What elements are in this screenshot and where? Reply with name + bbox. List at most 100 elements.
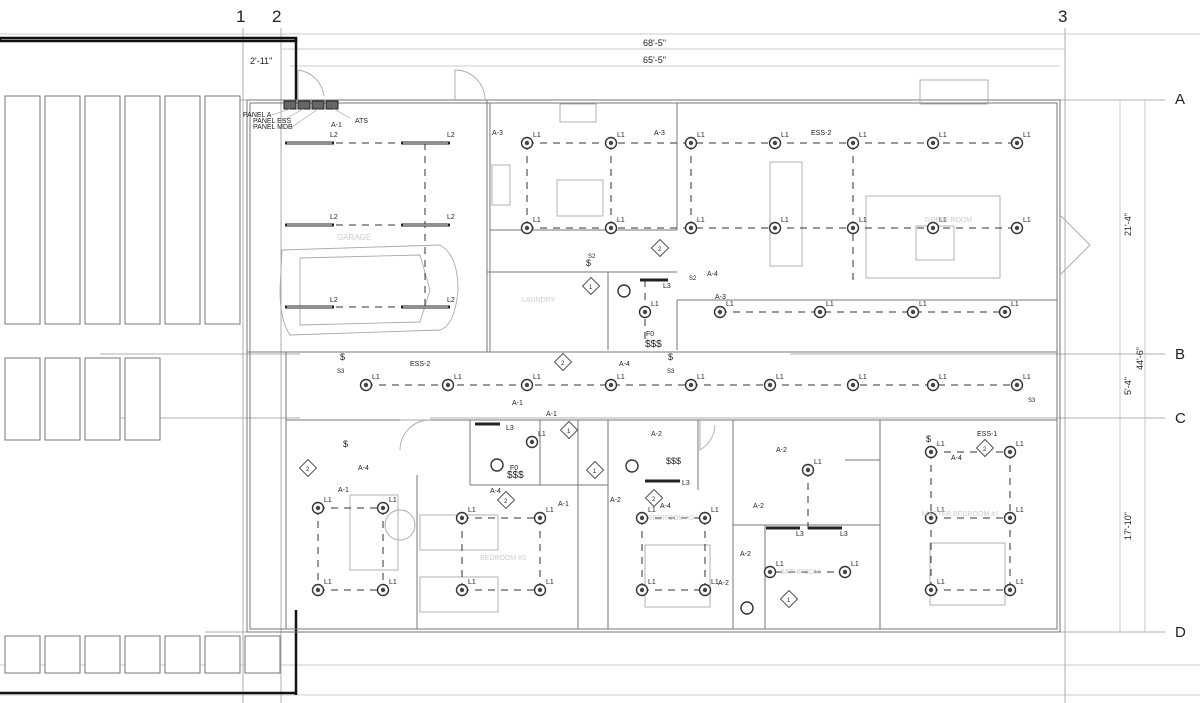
recessed-light-l1: L1: [520, 217, 541, 235]
circuit-label-a4: A-4: [951, 455, 962, 462]
room-label-bathroom: BATHROOM: [780, 569, 820, 576]
fixture-label-l1: L1: [937, 579, 945, 586]
recessed-light-l1: L1: [604, 132, 625, 150]
fixture-label-l1: L1: [859, 132, 867, 139]
circuit-label-a2: A-2: [753, 503, 764, 510]
switch-label-s2: S2: [689, 276, 697, 282]
switch-label-s3: S3: [337, 369, 345, 375]
fixture-label-l1: L1: [814, 459, 822, 466]
fixture-label-l1: L1: [919, 301, 927, 308]
fixture-label-l3: L3: [840, 531, 848, 538]
recessed-light-l1: L1: [926, 217, 947, 235]
fixture-label-l1: L1: [776, 374, 784, 381]
switch-triple: $$$: [507, 470, 524, 481]
fixture-label-l1: L1: [538, 431, 546, 438]
circuit-label-a1: A-1: [512, 400, 523, 407]
recessed-light-l1: L1: [441, 374, 462, 392]
recessed-light-l1: L1: [813, 301, 834, 319]
circuit-label-a3: A-3: [715, 294, 726, 301]
dimension-right-3: 44'-6": [1135, 347, 1145, 370]
fixture-label-l3: L3: [796, 531, 804, 538]
dimension-right-2: 5'-4": [1123, 377, 1133, 395]
bubble-number: 1: [589, 285, 593, 291]
grid-label-3: 3: [1058, 7, 1067, 26]
circuit-label-a2: A-2: [718, 580, 729, 587]
recessed-light-l1: L1: [838, 561, 859, 579]
fixture-label-l1: L1: [617, 217, 625, 224]
bubble-number: 2: [306, 467, 310, 473]
recessed-light-l1: L1: [525, 431, 546, 449]
fixture-label-l1: L1: [939, 132, 947, 139]
car-outline: [279, 244, 459, 336]
fixture-label-l3: L3: [663, 283, 671, 290]
fixture-label-l1: L1: [468, 507, 476, 514]
fixture-label-l2: L2: [447, 297, 455, 304]
recessed-light-l1: L1: [604, 217, 625, 235]
panel-mdb-label: PANEL MDB: [253, 124, 293, 131]
panel-a-label: PANEL A: [243, 112, 272, 119]
recessed-light-l1: L1: [924, 579, 945, 597]
fixture-label-l1: L1: [937, 507, 945, 514]
fixture-label-l2: L2: [447, 214, 455, 221]
recessed-light-l1: L1: [1010, 217, 1031, 235]
dimension-overall: 68'-5": [643, 38, 666, 48]
circuit-label-ess2: ESS-2: [811, 130, 831, 137]
fixture-label-l1: L1: [533, 217, 541, 224]
room-label-bedroom3: BEDROOM #3: [480, 555, 526, 562]
panel-ess-label: PANEL ESS: [253, 118, 291, 125]
fixture-label-l3: L3: [682, 480, 690, 487]
recessed-light-l1: L1: [768, 217, 789, 235]
fixture-label-l1: L1: [1023, 374, 1031, 381]
room-label-laundry: LAUNDRY: [522, 297, 556, 304]
fixture-label-l1: L1: [1016, 507, 1024, 514]
fixture-label-l1: L1: [697, 217, 705, 224]
building-walls: [246, 99, 1061, 633]
fixture-label-l1: L1: [468, 579, 476, 586]
recessed-light-l1: L1: [1010, 132, 1031, 150]
recessed-light-l1: L1: [604, 374, 625, 392]
switch-single: $: [586, 258, 591, 268]
circuit-label-ess2: ESS-2: [410, 361, 430, 368]
circuit-label-a4: A-4: [707, 271, 718, 278]
fixture-label-l1: L1: [533, 374, 541, 381]
dimension-right-1: 21'-4": [1123, 213, 1133, 236]
fixture-label-l1: L1: [454, 374, 462, 381]
fixture-label-l1: L1: [546, 507, 554, 514]
vanity-light-fixtures: [475, 278, 842, 530]
bubble-number: 2: [652, 497, 656, 503]
fixture-label-l1: L1: [697, 132, 705, 139]
recessed-light-l1: L1: [846, 217, 867, 235]
fixture-label-l1: L1: [324, 579, 332, 586]
recessed-light-l1: L1: [846, 374, 867, 392]
room-label-bedroom2: BEDROOM #2: [648, 515, 694, 522]
circuit-label-a3: A-3: [492, 130, 503, 137]
grid-label-a: A: [1175, 91, 1185, 108]
fixture-label-l3: L3: [506, 425, 514, 432]
circuit-label-a1: A-1: [546, 411, 557, 418]
doors: [297, 69, 1091, 451]
fixture-label-l1: L1: [1016, 579, 1024, 586]
recessed-light-l1: L1: [768, 132, 789, 150]
recessed-light-l1: L1: [520, 132, 541, 150]
recessed-light-l1: L1: [924, 441, 945, 459]
recessed-light-l1: L1: [998, 301, 1019, 319]
circuit-label-a4: A-4: [660, 503, 671, 510]
fixture-label-l1: L1: [651, 301, 659, 308]
keynote-bubbles: [298, 238, 995, 609]
recessed-light-l1: L1: [763, 561, 784, 579]
circuit-label-a2: A-2: [776, 447, 787, 454]
fixture-label-l2: L2: [330, 132, 338, 139]
recessed-light-l1: L1: [1003, 579, 1024, 597]
room-label-great-room: GREAT ROOM: [925, 217, 972, 224]
recessed-light-l1: L1: [924, 507, 945, 525]
fixture-label-l1: L1: [617, 132, 625, 139]
fixture-label-l1: L1: [1016, 441, 1024, 448]
grid-label-c: C: [1175, 410, 1186, 427]
recessed-light-l1: L1: [698, 507, 719, 525]
fixture-label-f0: F0: [646, 331, 654, 338]
fixture-label-l1: L1: [939, 217, 947, 224]
fixture-label-l1: L1: [1023, 132, 1031, 139]
recessed-light-l1: L1: [926, 132, 947, 150]
